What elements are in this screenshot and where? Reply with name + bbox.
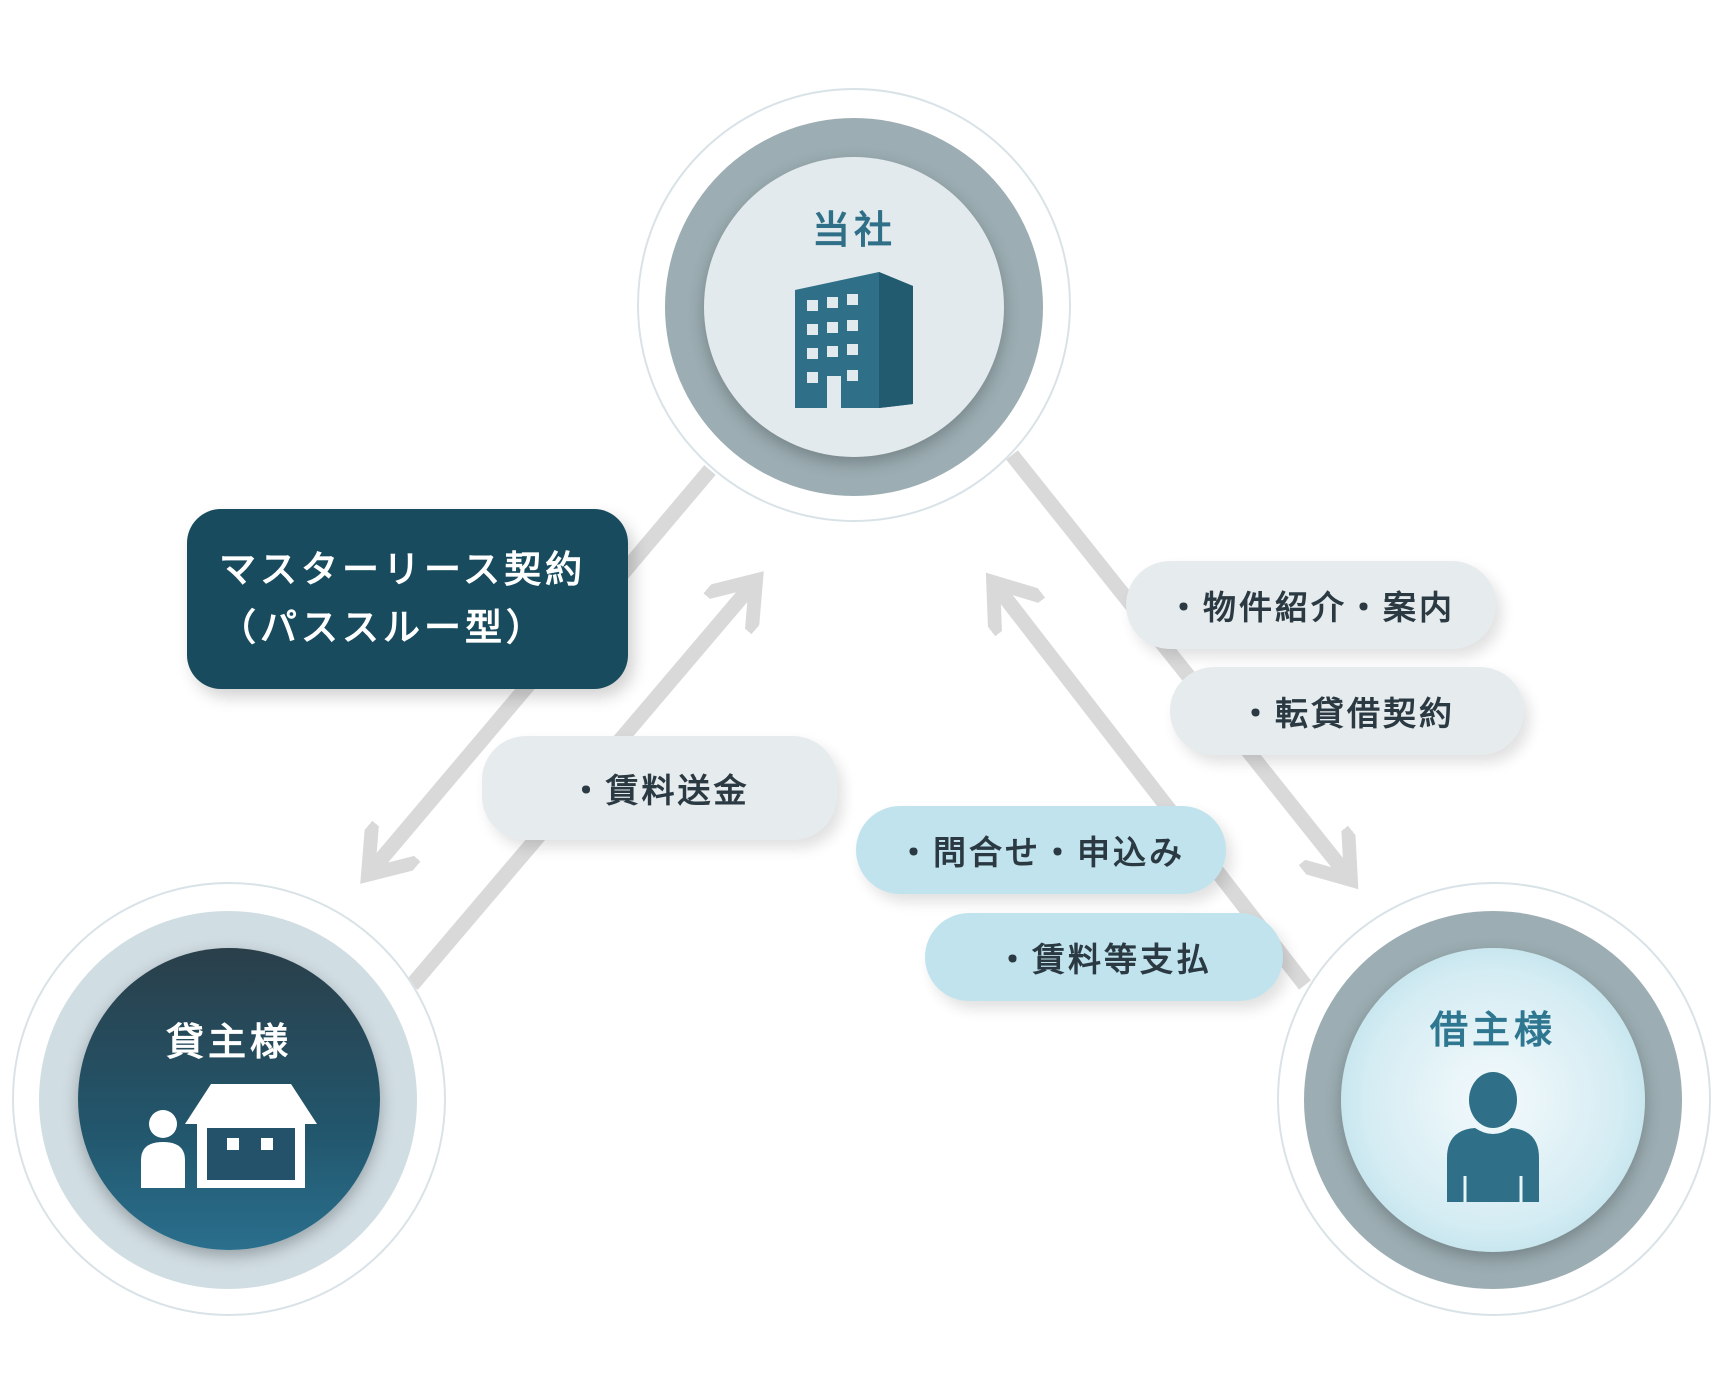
company-label: 当社 (811, 207, 896, 252)
master-lease-line2: （パススルー型） (219, 606, 547, 649)
lessor-node: 貸主様 (12, 882, 446, 1316)
company-node: 当社 (637, 88, 1071, 522)
sublease-contract-pill: ・転貸借契約 (1170, 667, 1524, 755)
company-core: 当社 (704, 157, 1004, 457)
office-building-icon (795, 271, 913, 408)
tenant-label: 借主様 (1429, 1007, 1556, 1052)
lessor-core: 貸主様 (78, 948, 380, 1250)
tenant-node: 借主様 (1277, 882, 1711, 1316)
owner-with-house-icon (141, 1083, 317, 1188)
referral-guide-pill: ・物件紹介・案内 (1126, 561, 1496, 649)
lessor-label: 貸主様 (165, 1019, 292, 1064)
person-icon (1447, 1071, 1539, 1202)
arrow-company-to-tenant (1006, 450, 1347, 875)
rent-payment-pill: ・賃料等支払 (925, 913, 1283, 1001)
master-lease-box: マスターリース契約 （パススルー型） (187, 509, 628, 689)
rent-remittance-pill: ・賃料送金 (482, 736, 837, 840)
inquiry-application-pill: ・問合せ・申込み (856, 806, 1226, 894)
tenant-core: 借主様 (1341, 948, 1645, 1252)
master-lease-line1: マスターリース契約 (219, 548, 587, 591)
